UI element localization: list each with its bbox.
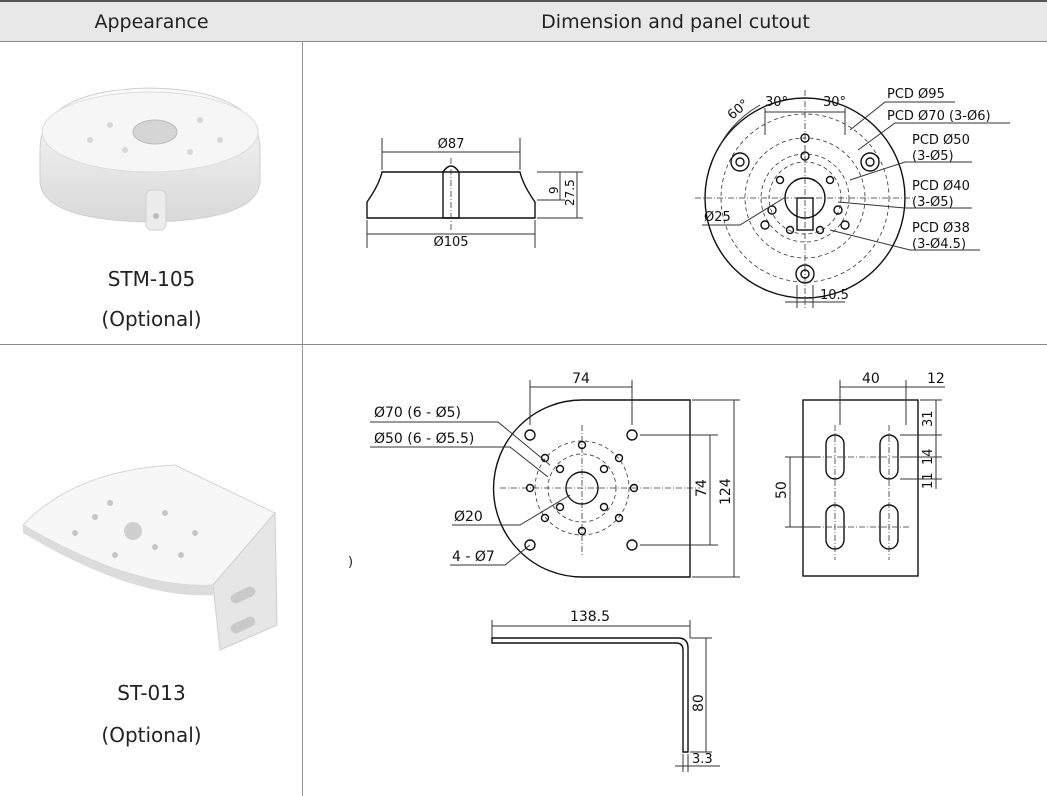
dim-w105: 10.5 [820, 288, 849, 303]
column-divider [302, 42, 303, 796]
st013-product-image [22, 464, 278, 651]
model-name-st013: ST-013 [117, 681, 186, 705]
stm105-side-drawing: Ø87 Ø105 9 27.5 [366, 137, 583, 250]
st013-profile-drawing: 138.5 80 3.3 [491, 609, 720, 772]
model-name-stm105: STM-105 [107, 267, 196, 291]
row-divider [0, 344, 1047, 345]
dim-pcd40-holes: (3-Ø5) [912, 195, 954, 210]
dim-pcd50-holes: (3-Ø5) [912, 149, 954, 164]
header-appearance: Appearance [94, 11, 209, 33]
dim-side-h2: 27.5 [563, 179, 577, 206]
model-note-st013: (Optional) [101, 723, 202, 747]
dim-pcd38-holes: (3-Ø4.5) [912, 237, 966, 252]
st013-slot-drawing: 40 12 31 14 11 50 [774, 371, 945, 577]
dim-v124: 124 [718, 478, 734, 505]
dim-v74: 74 [694, 479, 710, 497]
dim-t33: 3.3 [692, 752, 713, 767]
dim-pcd95: PCD Ø95 [887, 87, 945, 102]
dim-s14: 14 [921, 448, 936, 465]
dim-s40: 40 [862, 371, 880, 387]
model-note-stm105: (Optional) [101, 307, 202, 331]
table-header-row: Appearance Dimension and panel cutout [0, 0, 1047, 42]
dim-s11: 11 [921, 472, 936, 489]
dim-angle-60: 60° [725, 97, 752, 123]
stm105-product-image [39, 87, 261, 231]
dim-top74: 74 [572, 371, 590, 387]
dim-len: 138.5 [570, 609, 610, 625]
stm105-top-drawing: 60° 30° 30° PCD Ø95 PCD Ø70 (3-Ø6) PCD Ø… [695, 87, 1010, 310]
st013-plate-drawing: 74 Ø70 (6 - Ø5) Ø50 (6 - Ø5.5) Ø20 4 - Ø… [370, 371, 740, 578]
dim-d70: Ø70 (6 - Ø5) [374, 405, 461, 421]
dim-angle-30b: 30° [823, 95, 846, 110]
dim-d20: Ø20 [454, 509, 483, 525]
dim-side-bottom: Ø105 [433, 235, 468, 250]
dim-pcd40: PCD Ø40 [912, 179, 970, 194]
dim-d25: Ø25 [704, 210, 731, 225]
dim-angle-30a: 30° [765, 95, 788, 110]
dim-side-h1: 9 [547, 186, 561, 194]
dim-pcd38: PCD Ø38 [912, 221, 970, 236]
dim-pcd70: PCD Ø70 (3-Ø6) [887, 109, 991, 124]
dim-holes: 4 - Ø7 [452, 549, 495, 565]
dim-pcd50: PCD Ø50 [912, 133, 970, 148]
dim-side-top: Ø87 [438, 137, 465, 152]
dim-d50: Ø50 (6 - Ø5.5) [374, 431, 474, 447]
dim-h80: 80 [691, 694, 707, 712]
dim-s50: 50 [774, 481, 790, 499]
stray-mark: ) [348, 555, 354, 570]
header-dimension: Dimension and panel cutout [541, 11, 810, 33]
dim-s31: 31 [921, 410, 936, 427]
dim-s12: 12 [927, 371, 945, 387]
